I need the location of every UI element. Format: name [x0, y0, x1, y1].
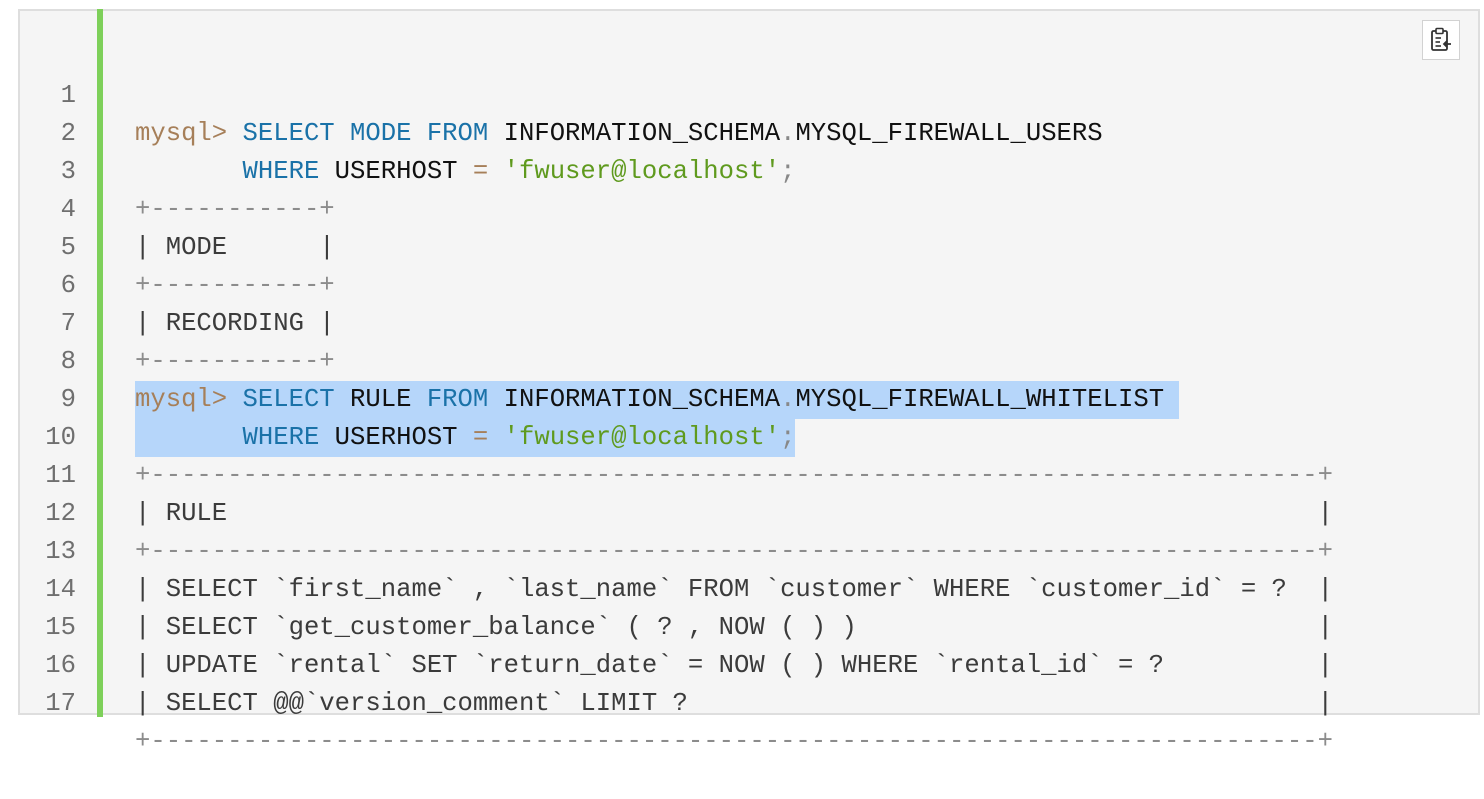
- column-mode: MODE: [350, 119, 412, 148]
- line-number: 9: [60, 385, 76, 414]
- selection-highlight: WHERE USERHOST = 'fwuser@localhost';: [135, 419, 796, 457]
- schema-name: INFORMATION_SCHEMA: [503, 119, 781, 148]
- table-data-row: | RECORDING |: [135, 309, 335, 338]
- code-line-8: 8 mysql> SELECT RULE FROM INFORMATION_SC…: [20, 305, 1180, 419]
- semicolon: ;: [780, 157, 796, 186]
- code-text[interactable]: WHERE USERHOST = 'fwuser@localhost';: [135, 419, 796, 457]
- code-text: WHERE USERHOST = 'fwuser@localhost';: [135, 153, 796, 191]
- selection-highlight: mysql> SELECT RULE FROM INFORMATION_SCHE…: [135, 381, 1180, 419]
- table-data-row: | SELECT `get_customer_balance` ( ? , NO…: [135, 613, 1333, 642]
- table-name: MYSQL_FIREWALL_WHITELIST: [795, 385, 1165, 414]
- table-header-row: | MODE |: [135, 233, 335, 262]
- keyword-select: SELECT: [242, 119, 335, 148]
- code-block: 1 mysql> SELECT MODE FROM INFORMATION_SC…: [18, 9, 1480, 756]
- table-border: +---------------------------------------…: [135, 537, 1333, 566]
- code-text: mysql> SELECT MODE FROM INFORMATION_SCHE…: [135, 115, 1103, 153]
- code-line-3: 3 +-----------+: [20, 115, 335, 224]
- code-line-5: 5 +-----------+: [20, 191, 335, 300]
- line-number: 4: [60, 195, 76, 224]
- mysql-prompt: mysql>: [135, 119, 243, 148]
- string-literal: 'fwuser@localhost': [503, 157, 781, 186]
- line-number: 17: [45, 689, 76, 718]
- code-line-1: 1 mysql> SELECT MODE FROM INFORMATION_SC…: [20, 39, 1103, 148]
- indent: [135, 157, 243, 186]
- line-number: 10: [45, 423, 76, 452]
- dot: .: [780, 385, 796, 414]
- line-number: 13: [45, 537, 76, 566]
- dot: .: [780, 119, 796, 148]
- line-number: 12: [45, 499, 76, 528]
- table-border: +-----------+: [135, 347, 335, 376]
- keyword-where: WHERE: [242, 157, 320, 186]
- line-number: 1: [60, 81, 76, 110]
- keyword-from: FROM: [426, 385, 489, 414]
- line-number: 3: [60, 157, 76, 186]
- line-number: 2: [60, 119, 76, 148]
- mysql-prompt: mysql>: [135, 385, 243, 414]
- table-data-row: | UPDATE `rental` SET `return_date` = NO…: [135, 651, 1333, 680]
- code-line-13: 13 | SELECT `first_name` , `last_name` F…: [20, 495, 1333, 604]
- code-line-15: 15 | UPDATE `rental` SET `return_date` =…: [20, 571, 1333, 680]
- column-userhost: USERHOST: [334, 157, 458, 186]
- code-text[interactable]: mysql> SELECT RULE FROM INFORMATION_SCHE…: [135, 381, 1180, 419]
- table-border: +-----------+: [135, 195, 335, 224]
- column-rule: RULE: [350, 385, 412, 414]
- code-line-11: 11 | RULE |: [20, 419, 1333, 528]
- table-name: MYSQL_FIREWALL_USERS: [795, 119, 1103, 148]
- line-number: 16: [45, 651, 76, 680]
- code-line-12: 12 +------------------------------------…: [20, 457, 1333, 566]
- code-line-2: 2 WHERE USERHOST = 'fwuser@localhost';: [20, 77, 796, 186]
- clipboard-copy-icon: [1431, 27, 1451, 51]
- table-border: +-----------+: [135, 271, 335, 300]
- table-data-row: | SELECT `first_name` , `last_name` FROM…: [135, 575, 1333, 604]
- schema-name: INFORMATION_SCHEMA: [503, 385, 781, 414]
- code-line-9: 9 WHERE USERHOST = 'fwuser@localhost';: [20, 343, 796, 457]
- code-line-16: 16 | SELECT @@`version_comment` LIMIT ? …: [20, 609, 1333, 718]
- code-line-10: 10 +------------------------------------…: [20, 381, 1333, 490]
- table-border: +---------------------------------------…: [135, 727, 1333, 756]
- table-data-row: | SELECT @@`version_comment` LIMIT ? |: [135, 689, 1333, 718]
- code-line-4: 4 | MODE |: [20, 153, 335, 262]
- keyword-where: WHERE: [242, 423, 320, 452]
- copy-button[interactable]: [1422, 20, 1460, 60]
- code-line-14: 14 | SELECT `get_customer_balance` ( ? ,…: [20, 533, 1333, 642]
- table-border: +---------------------------------------…: [135, 461, 1333, 490]
- line-number: 11: [45, 461, 76, 490]
- code-line-17: 17 +------------------------------------…: [20, 647, 1333, 756]
- string-literal: 'fwuser@localhost': [503, 423, 781, 452]
- semicolon: ;: [780, 423, 796, 452]
- code-line-7: 7 +-----------+: [20, 267, 335, 376]
- keyword-select: SELECT: [242, 385, 335, 414]
- equals-operator: =: [472, 157, 489, 186]
- equals-operator: =: [472, 423, 489, 452]
- line-number: 8: [60, 347, 76, 376]
- gutter-accent-bar: [97, 9, 103, 717]
- code-line-6: 6 | RECORDING |: [20, 229, 335, 338]
- line-number: 15: [45, 613, 76, 642]
- line-number: 5: [60, 233, 76, 262]
- table-header-row: | RULE |: [135, 499, 1333, 528]
- indent: [135, 423, 243, 452]
- keyword-from: FROM: [426, 119, 489, 148]
- column-userhost: USERHOST: [334, 423, 458, 452]
- line-number: 7: [60, 309, 76, 338]
- line-number: 14: [45, 575, 76, 604]
- line-number: 6: [60, 271, 76, 300]
